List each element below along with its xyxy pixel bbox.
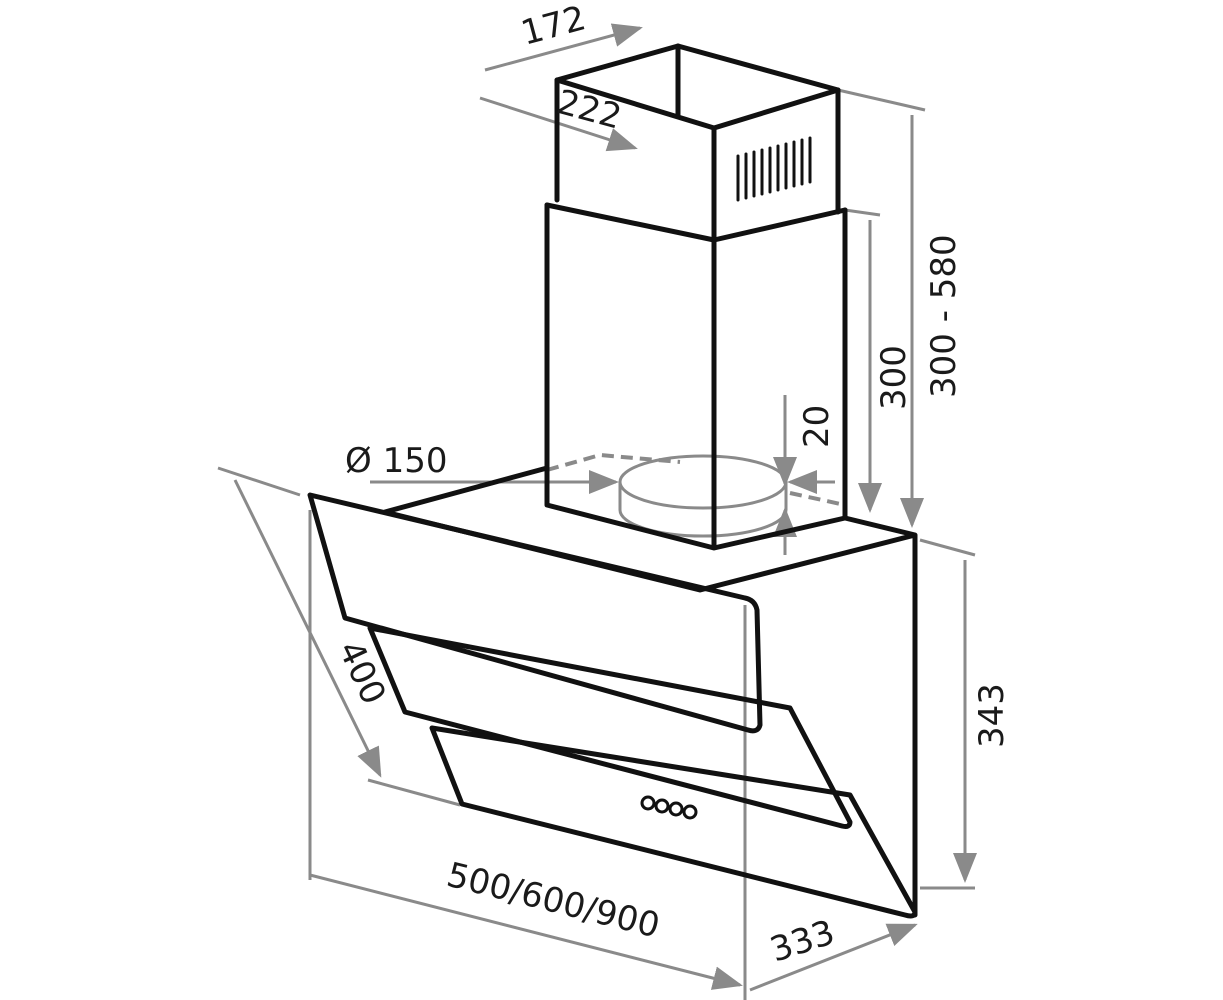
control-buttons bbox=[640, 795, 698, 820]
dimension-lines bbox=[217, 23, 977, 1000]
label-body-height: 343 bbox=[972, 683, 1012, 748]
vent-grille bbox=[736, 136, 812, 202]
label-glass-length: 400 bbox=[330, 635, 394, 711]
label-width-options: 500/600/900 bbox=[443, 855, 664, 946]
label-chimney-width: 222 bbox=[553, 82, 626, 137]
label-outlet-offset: 20 bbox=[797, 405, 837, 448]
label-outlet-diameter: Ø 150 bbox=[345, 441, 447, 481]
label-body-depth: 333 bbox=[765, 912, 839, 970]
label-lower-chimney-height: 300 bbox=[874, 345, 914, 410]
label-chimney-height-range: 300 - 580 bbox=[924, 234, 964, 398]
hood-outline bbox=[307, 43, 918, 919]
